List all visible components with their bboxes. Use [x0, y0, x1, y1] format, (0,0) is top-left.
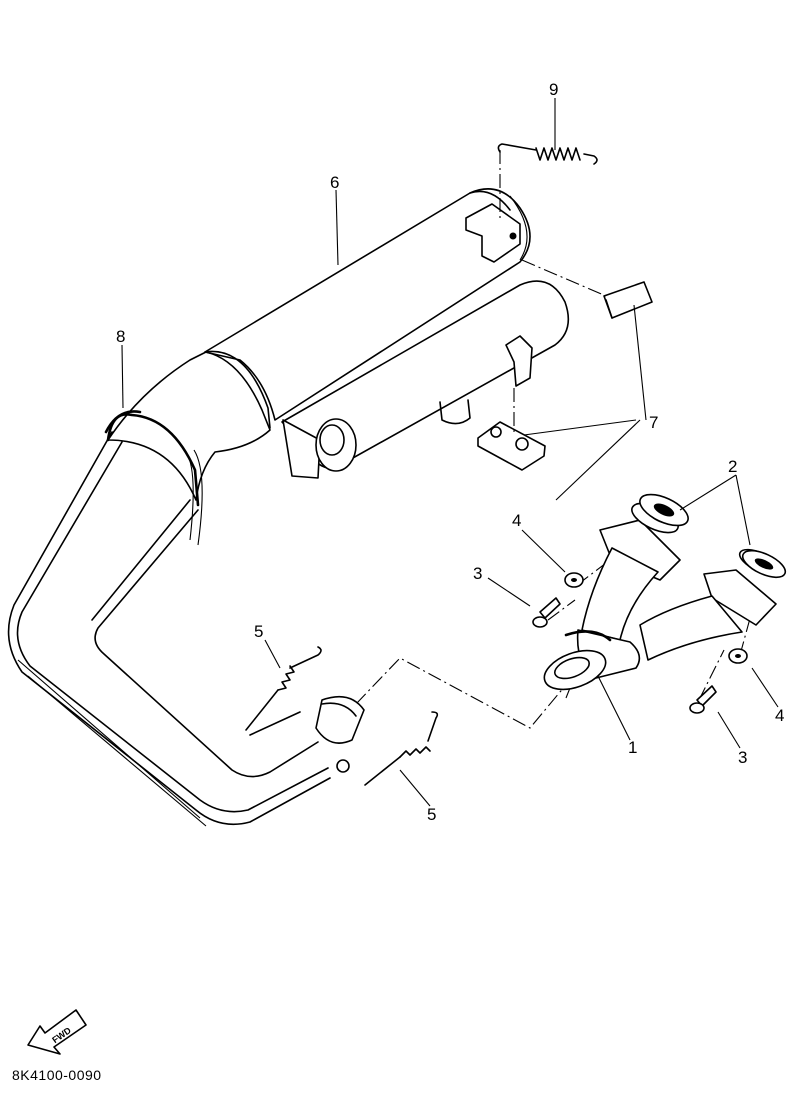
pipe-joint: [315, 695, 365, 744]
spring-5-upper: [245, 646, 322, 736]
spring-5-lower: [336, 711, 439, 786]
part-code: 8K4100-0090: [12, 1067, 102, 1083]
muffler: [204, 188, 570, 479]
callout-3-left: 3: [473, 564, 482, 583]
exhaust-header: [543, 502, 782, 691]
callout-2: 2: [728, 457, 737, 476]
callout-4-right: 4: [775, 706, 784, 725]
exhaust-pipe: [7, 431, 331, 827]
nuts: [564, 572, 748, 664]
callout-5-upper: 5: [254, 622, 263, 641]
callout-8: 8: [116, 327, 125, 346]
gasket: [639, 493, 787, 579]
spring-9: [497, 143, 598, 165]
rubber-damper: [603, 281, 653, 319]
callout-5-lower: 5: [427, 805, 436, 824]
forward-arrow-badge: FWD: [27, 1009, 87, 1055]
callout-3-right: 3: [738, 748, 747, 767]
mounting-brackets: [465, 203, 546, 471]
callout-9: 9: [549, 80, 558, 99]
callout-leaders: [121, 98, 779, 807]
callouts: 9 6 8 7 2 4 3 5 4 1 3 5: [116, 80, 784, 824]
callout-1: 1: [628, 738, 637, 757]
callout-6: 6: [330, 173, 339, 192]
callout-7: 7: [649, 413, 658, 432]
callout-4-left: 4: [512, 511, 521, 530]
bolts: [532, 597, 717, 714]
heat-shield-wrap: [104, 351, 271, 546]
